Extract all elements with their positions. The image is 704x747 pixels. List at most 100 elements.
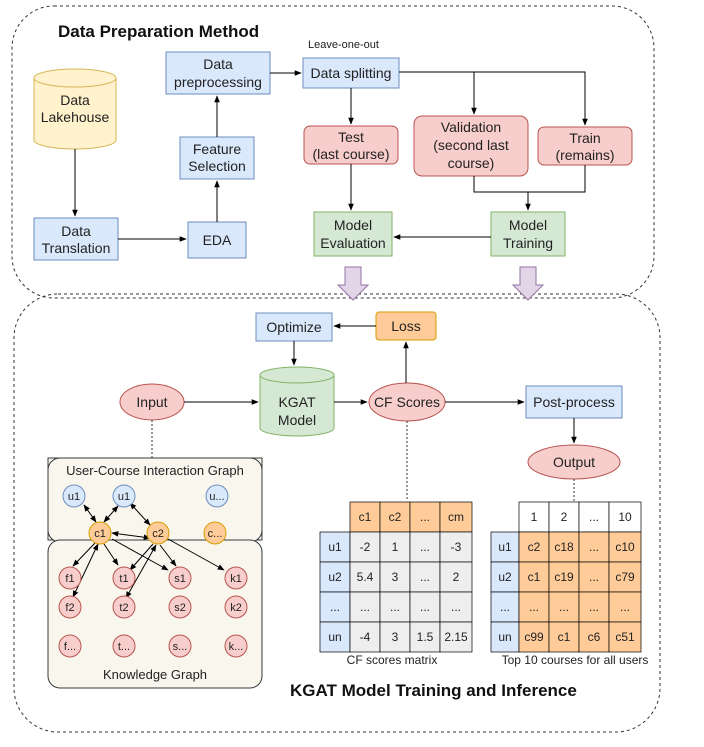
cf-scores-label: CF Scores <box>374 394 440 410</box>
entity-node-3-1: f... <box>58 634 82 658</box>
top-edges <box>72 70 588 242</box>
input-label: Input <box>136 394 167 410</box>
entity-node-1-2: t1 <box>112 566 136 590</box>
cf-matrix-row-user-1: u1 <box>328 540 342 554</box>
data-preprocessing-node: Data preprocessing <box>165 51 271 95</box>
fat-arrow-left <box>336 266 370 301</box>
data-lakehouse-label-2: Lakehouse <box>41 109 110 125</box>
feature-selection-label-2: Selection <box>188 158 246 174</box>
entity-node-1-1: f1 <box>58 566 82 590</box>
top-matrix-cell-1-3: ... <box>589 540 599 554</box>
train-node: Train (remains) <box>537 126 633 166</box>
entity-node-1-4: k1 <box>224 566 248 590</box>
top-matrix-header-2: 2 <box>561 510 568 524</box>
model-training-label-2: Training <box>503 235 553 251</box>
bottom-edges <box>151 323 577 502</box>
cf-matrix-header-3: ... <box>420 510 430 524</box>
data-translation-label-1: Data <box>61 223 91 239</box>
course-node-2: c2 <box>146 521 170 545</box>
entity-node-3-1-label: f... <box>64 641 76 653</box>
cf-matrix-header-1: c1 <box>359 510 372 524</box>
model-training-node: Model Training <box>490 211 566 257</box>
data-splitting-label: Data splitting <box>311 65 392 81</box>
top-matrix-header-1: 1 <box>531 510 538 524</box>
top-matrix-cell-2-2: c19 <box>554 570 574 584</box>
graph-panel: User-Course Interaction Graph Knowledge … <box>47 457 263 689</box>
entity-node-1-3: s1 <box>168 566 192 590</box>
kgat-model-label-2: Model <box>278 412 316 428</box>
top-matrix-row-user-4: un <box>498 630 511 644</box>
entity-node-2-4-label: k2 <box>230 602 242 614</box>
cf-matrix-cell-3-1: ... <box>360 600 370 614</box>
cf-matrix-cell-4-4: 2.15 <box>444 630 468 644</box>
model-evaluation-label-2: Evaluation <box>320 235 385 251</box>
input-node: Input <box>119 383 185 421</box>
cf-matrix-cell-1-3: ... <box>420 540 430 554</box>
cf-matrix-header-4: cm <box>448 510 464 524</box>
entity-node-1-2-label: t1 <box>119 573 128 585</box>
top-matrix-row-user-3: ... <box>500 600 510 614</box>
course-node-3: c... <box>203 521 227 545</box>
validation-label-3: course) <box>448 155 495 171</box>
data-preprocessing-label-2: preprocessing <box>174 74 262 90</box>
feature-selection-label-1: Feature <box>193 141 241 157</box>
top-matrix-cell-4-2: c1 <box>558 630 571 644</box>
top-matrix-cell-1-1: c2 <box>528 540 541 554</box>
top-matrix-cell-3-2: ... <box>559 600 569 614</box>
top-matrix-cell-2-3: ... <box>589 570 599 584</box>
entity-node-2-1-label: f2 <box>65 602 74 614</box>
fat-arrow-right <box>511 266 545 301</box>
data-translation-label-2: Translation <box>42 240 111 256</box>
loss-label: Loss <box>391 318 421 334</box>
entity-node-2-3-label: s2 <box>174 602 186 614</box>
top-matrix-cell-2-1: c1 <box>528 570 541 584</box>
cf-matrix-cell-4-2: 3 <box>392 630 399 644</box>
entity-node-2-2-label: t2 <box>119 602 128 614</box>
top-matrix-caption: Top 10 courses for all users <box>502 653 649 667</box>
loss-node: Loss <box>375 311 437 341</box>
model-evaluation-label-1: Model <box>334 217 372 233</box>
entity-node-2-1: f2 <box>58 595 82 619</box>
course-node-3-label: c... <box>208 528 223 540</box>
cf-matrix-cell-1-1: -2 <box>360 540 371 554</box>
entity-node-3-2-label: t... <box>118 641 130 653</box>
entity-node-2-4: k2 <box>224 595 248 619</box>
eda-label: EDA <box>203 232 232 248</box>
entity-node-3-4-label: k... <box>229 641 244 653</box>
user-node-1-label: u1 <box>68 491 80 503</box>
kgat-model-label-1: KGAT <box>278 394 316 410</box>
train-label-1: Train <box>569 130 600 146</box>
entity-node-3-3: s... <box>168 634 192 658</box>
top-matrix-cell-1-4: c10 <box>615 540 635 554</box>
top-matrix-cell-1-2: c18 <box>554 540 574 554</box>
top-matrix-cell-3-4: ... <box>620 600 630 614</box>
post-process-label: Post-process <box>533 394 615 410</box>
cf-matrix-cell-4-3: 1.5 <box>417 630 434 644</box>
entity-node-3-2: t... <box>112 634 136 658</box>
top-matrix-header-3: ... <box>589 510 599 524</box>
top-matrix-cell-3-3: ... <box>589 600 599 614</box>
cf-matrix-row-user-4: un <box>328 630 341 644</box>
cf-scores-node: CF Scores <box>368 382 446 422</box>
test-label-2: (last course) <box>312 146 389 162</box>
top-matrix-cell-3-1: ... <box>529 600 539 614</box>
test-label-1: Test <box>338 129 364 145</box>
cf-matrix-cell-3-4: ... <box>451 600 461 614</box>
top-matrix-header-4: 10 <box>618 510 632 524</box>
cf-matrix-cell-2-4: 2 <box>453 570 460 584</box>
user-node-3-label: u... <box>209 491 224 503</box>
entity-node-1-1-label: f1 <box>65 573 74 585</box>
post-process-node: Post-process <box>525 385 623 419</box>
optimize-label: Optimize <box>266 319 321 335</box>
course-node-1-label: c1 <box>94 528 106 540</box>
cf-matrix-row-user-2: u2 <box>328 570 342 584</box>
entity-node-2-2: t2 <box>112 595 136 619</box>
cf-matrix-row-user-3: ... <box>330 600 340 614</box>
data-preparation-title: Data Preparation Method <box>58 22 259 41</box>
training-inference-section <box>13 293 661 733</box>
user-node-2-label: u1 <box>118 491 130 503</box>
top-matrix-cell-2-4: c79 <box>615 570 635 584</box>
